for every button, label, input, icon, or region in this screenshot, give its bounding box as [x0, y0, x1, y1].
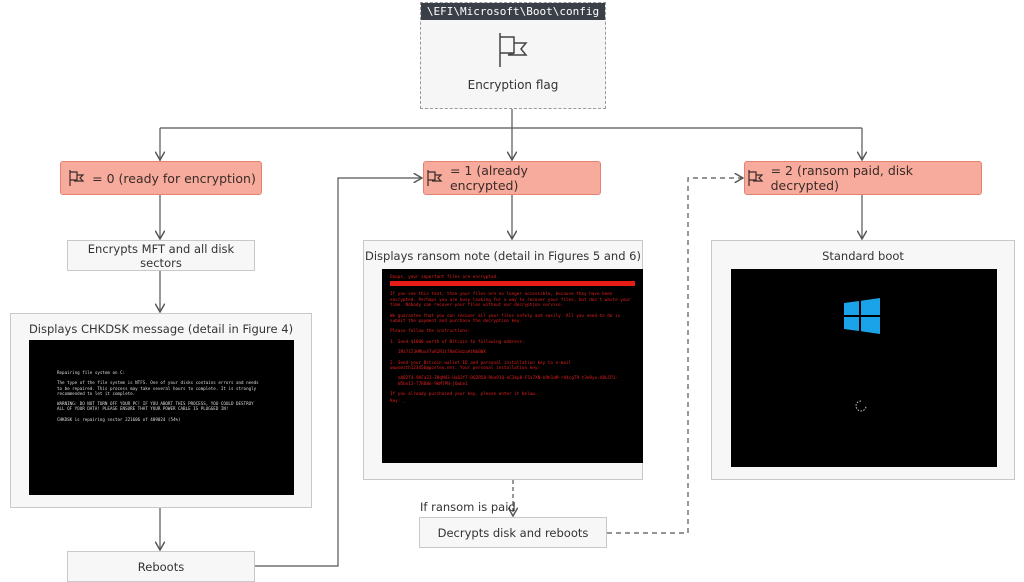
standard-boot-title: Standard boot — [822, 249, 904, 263]
flag-icon — [748, 170, 764, 186]
windows-logo-icon — [844, 298, 880, 334]
chkdsk-screen: Repairing file system on C: The type of … — [29, 340, 294, 495]
if-paid-label: If ransom is paid — [420, 500, 516, 514]
state-label: = 1 (already encrypted) — [449, 163, 528, 193]
screen-line: aAB2T4-9XFa23-Z8qM43-Ua6JfT-DQ2R58-Rbe91… — [398, 376, 618, 387]
config-box: \EFI\Microsoft\Boot\config Encryption fl… — [420, 2, 606, 109]
flag-icon — [69, 170, 85, 186]
screen-line: If you already purchased your key, pleas… — [390, 392, 538, 398]
state-1: = 1 (already encrypted) — [423, 161, 601, 195]
ransom-box: Displays ransom note (detail in Figures … — [363, 240, 643, 480]
red-bar — [390, 281, 635, 287]
encrypts-box: Encrypts MFT and all disk sectors — [67, 240, 255, 271]
screen-line: 1Mz7153HMuxXTuR2R1t78mGSdzaAtNbBWX — [398, 350, 486, 356]
config-label: Encryption flag — [467, 78, 559, 92]
state-label: = 0 (ready for encryption) — [92, 170, 256, 186]
flag-icon — [499, 33, 528, 67]
screen-line: WARNING: DO NOT TURN OFF YOUR PC! IF YOU… — [57, 401, 254, 412]
state-label: = 2 (ransom paid, disk decrypted) — [770, 163, 913, 193]
loading-spinner-icon — [855, 400, 867, 412]
chkdsk-title: Displays CHKDSK message (detail in Figur… — [28, 322, 294, 336]
boot-screen — [731, 269, 997, 467]
flag-icon — [427, 170, 443, 186]
screen-line: We guarantee that you can recover all yo… — [390, 313, 621, 325]
screen-line: If you see this text, then your files ar… — [390, 292, 631, 309]
standard-boot-box: Standard boot — [711, 240, 1015, 480]
reboots-box: Reboots — [67, 551, 255, 582]
screen-line: 1. Send $1000 worth of Bitcoin to follow… — [390, 339, 525, 345]
screen-line: The type of the file system is NTFS. One… — [57, 380, 259, 396]
state-0: = 0 (ready for encryption) — [60, 161, 262, 195]
screen-line: 2. Send your Bitcoin wallet ID and perso… — [390, 360, 572, 372]
ransom-screen: Ooops, your important files are encrypte… — [382, 269, 643, 463]
state-2: = 2 (ransom paid, disk decrypted) — [744, 161, 982, 195]
ransom-title: Displays ransom note (detail in Figures … — [365, 249, 641, 263]
decrypts-box: Decrypts disk and reboots — [419, 517, 607, 548]
screen-line: CHKDSK is repairing sector 221606 of 409… — [57, 416, 181, 422]
screen-line: Key: _ — [390, 398, 406, 404]
chkdsk-box: Displays CHKDSK message (detail in Figur… — [10, 313, 312, 508]
screen-line: Ooops, your important files are encrypte… — [390, 275, 499, 280]
screen-line: Please follow the instructions: — [390, 329, 471, 335]
config-path: \EFI\Microsoft\Boot\config — [421, 3, 605, 20]
screen-line: Repairing file system on C: — [57, 370, 126, 375]
